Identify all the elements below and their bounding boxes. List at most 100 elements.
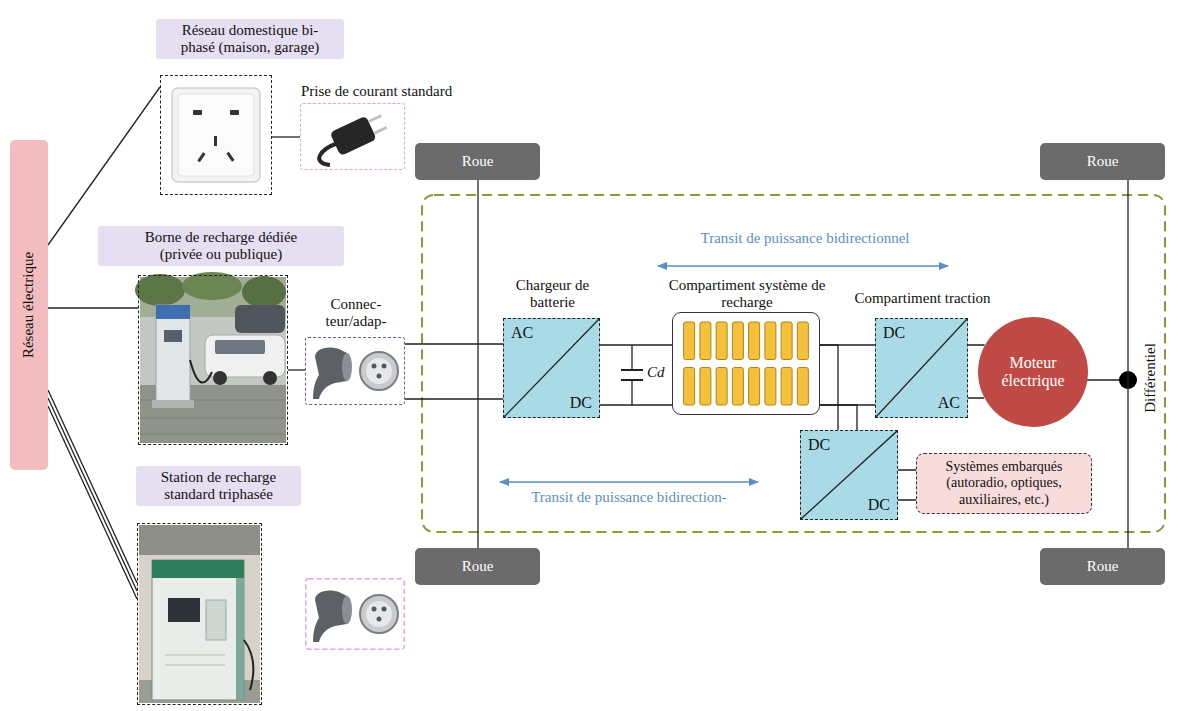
power-flow-label: Transit de puissance bidirectionnel [655,230,955,247]
heading-label: Chargeur de batterie [498,277,608,312]
connector-box [366,601,392,627]
wheel-box: Roue [415,548,540,585]
charging-station-photo [152,560,244,700]
capacitor-symbol [621,345,643,405]
connector-box [360,595,398,633]
charging-station-photo [139,525,260,703]
charging-point-photo [152,400,194,408]
wheel-box: Roue [415,143,540,180]
connector-box [342,596,352,624]
wall-outlet [193,110,202,115]
node-label: Roue [462,558,494,575]
connector-images [382,364,387,369]
capacitor-symbol [621,369,643,371]
battery-cell [732,322,743,360]
onboard-systems-box: Systèmes embarqués (autoradio, optiques,… [916,453,1092,513]
connector-images [372,364,377,369]
charging-point-photo [205,335,285,377]
battery-cell [716,368,727,406]
wall-outlet [230,110,239,115]
port-label: DC [570,394,592,412]
wall-outlet [197,152,205,162]
charging-station-photo [244,640,253,690]
port-label: DC [808,436,830,454]
converter-box: DCDC [800,430,898,520]
port-label: DC [883,324,905,342]
connector-box [313,590,347,642]
charging-station-photo [236,578,244,700]
power-plug [373,126,387,135]
power-plug [319,110,389,165]
battery-cell [732,368,743,406]
location-label: Réseau domestique bi- phasé (maison, gar… [156,19,344,60]
charging-point-photo [140,434,286,435]
connector-box [306,579,405,650]
charging-point-photo [213,371,227,385]
location-box: Réseau domestique bi- phasé (maison, gar… [160,75,272,195]
converter-diagonal [801,431,897,519]
charging-point-photo [140,418,286,419]
wire [820,345,875,405]
wire [600,345,672,405]
node-label: Systèmes embarqués (autoradio, optiques,… [923,459,1085,507]
converter-box: Compartiment tractionDCAC [875,318,968,418]
charging-point-photo [242,276,286,308]
plug-box: Prise de courant standard [300,103,405,170]
converter-diagonal [876,319,967,417]
node-label: Roue [1087,558,1119,575]
vertical-label: Réseau électrique [20,252,37,358]
charging-station-photo [139,525,260,555]
battery-pack: Compartiment système de recharge [672,312,820,415]
charging-station-photo [168,598,200,622]
port-label: AC [511,324,533,342]
connector-images [313,347,347,399]
charging-point-photo [164,330,182,342]
capacitor-label: Cd [647,364,665,381]
grid-bar: Réseau électrique [10,140,48,470]
charging-point-photo [215,340,265,354]
battery-cell [781,322,792,360]
charging-point-photo [182,272,242,300]
battery-cell [797,322,808,360]
charging-station-photo [165,655,225,656]
charging-station-photo [206,600,226,640]
charging-station-photo [152,560,244,578]
charging-point-photo [156,305,190,405]
wire [272,136,300,137]
location-label: Borne de recharge dédiée (privée ou publ… [98,226,344,267]
connector-box [372,607,377,612]
wire [48,390,137,599]
wall-outlet [178,94,254,176]
location-box: Station de recharge standard triphasée [137,523,262,705]
capacitor-symbol [631,380,632,405]
node-label: Roue [462,153,494,170]
power-flow-arrow [500,481,758,483]
location-box: Borne de recharge dédiée (privée ou publ… [138,275,288,445]
connector-images [360,352,398,390]
battery-cell [765,322,776,360]
battery-cell [700,322,711,360]
node-label: Roue [1087,153,1119,170]
wire [405,344,503,399]
charging-station-photo [139,525,260,703]
battery-cell [684,322,695,360]
battery-cells [673,313,819,414]
heading-label: Prise de courant standard [301,83,561,100]
connector-images [377,374,382,379]
wire [48,307,138,308]
power-plug [330,110,390,156]
charging-point-photo [190,360,212,383]
connector-box [377,617,382,622]
capacitor-symbol [631,345,632,370]
wire [48,87,160,245]
wire [898,470,916,500]
battery-cell [797,368,808,406]
power-flow-label: Transit de puissance bidirection- [498,489,760,506]
connector-images [366,358,392,384]
charging-point-photo [135,272,286,443]
battery-cell [749,322,760,360]
wall-outlet [226,152,234,162]
battery-cell [765,368,776,406]
